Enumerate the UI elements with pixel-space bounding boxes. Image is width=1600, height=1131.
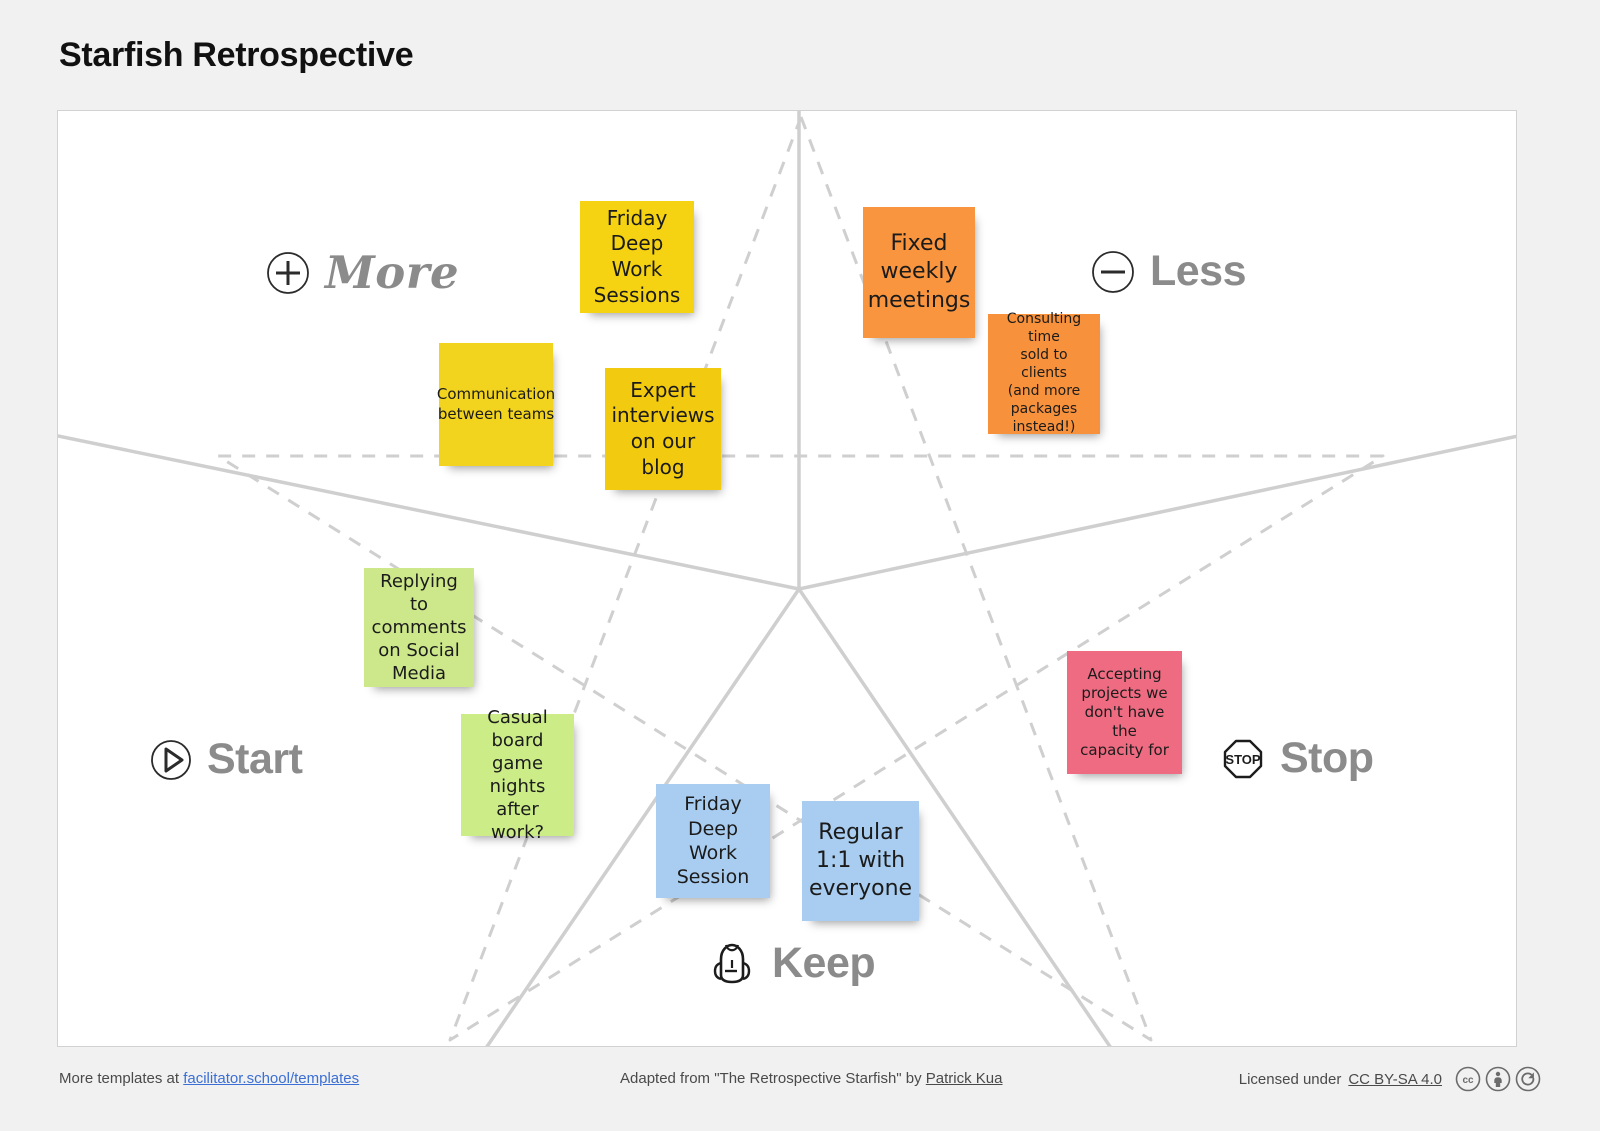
quadrant-label-keep[interactable]: Keep (706, 937, 876, 989)
share-alike-badge-icon (1515, 1066, 1541, 1092)
cc-license-link[interactable]: CC BY-SA 4.0 (1348, 1070, 1442, 1088)
quadrant-label-stop-text: Stop (1280, 734, 1374, 782)
footer-left-prefix: More templates at (59, 1070, 184, 1087)
svg-text:cc: cc (1462, 1075, 1474, 1086)
footer-mid-prefix: Adapted from "The Retrospective Starfish… (620, 1070, 926, 1087)
patrick-kua-link[interactable]: Patrick Kua (925, 1070, 1003, 1087)
quadrant-label-more-text: More (325, 246, 460, 299)
quadrant-label-more[interactable]: More (265, 246, 459, 299)
cc-badge-icon: cc (1455, 1066, 1481, 1092)
footer-attribution: Adapted from "The Retrospective Starfish… (620, 1070, 1003, 1087)
by-person-badge-icon (1485, 1066, 1511, 1092)
footer: More templates at facilitator.school/tem… (0, 1062, 1600, 1102)
quadrant-label-keep-text: Keep (772, 938, 876, 987)
footer-templates-credit: More templates at facilitator.school/tem… (59, 1070, 359, 1087)
svg-text:STOP: STOP (1225, 752, 1260, 767)
minus-circle-icon (1092, 250, 1134, 293)
plus-circle-icon (267, 251, 309, 294)
page-title: Starfish Retrospective (59, 36, 414, 74)
quadrant-label-start[interactable]: Start (149, 735, 303, 784)
starfish-diagram (58, 111, 1516, 1046)
quadrant-label-less[interactable]: Less (1090, 247, 1247, 296)
sector-divider-lines (58, 111, 1516, 1046)
quadrant-label-less-text: Less (1150, 247, 1247, 295)
whiteboard-canvas[interactable]: More Less Start STOP Stop (57, 110, 1517, 1047)
play-circle-icon (151, 739, 191, 780)
footer-license: Licensed under CC BY-SA 4.0 cc (1239, 1066, 1541, 1092)
quadrant-label-start-text: Start (207, 735, 303, 783)
backpack-icon (713, 943, 751, 984)
pentagram-dashed-outline (216, 115, 1385, 1042)
cc-badge-group: cc (1455, 1066, 1541, 1092)
quadrant-label-stop[interactable]: STOP Stop (1220, 734, 1374, 783)
stop-sign-icon: STOP (1223, 739, 1263, 778)
footer-right-prefix: Licensed under (1238, 1070, 1342, 1088)
facilitator-school-link[interactable]: facilitator.school/templates (183, 1070, 360, 1087)
